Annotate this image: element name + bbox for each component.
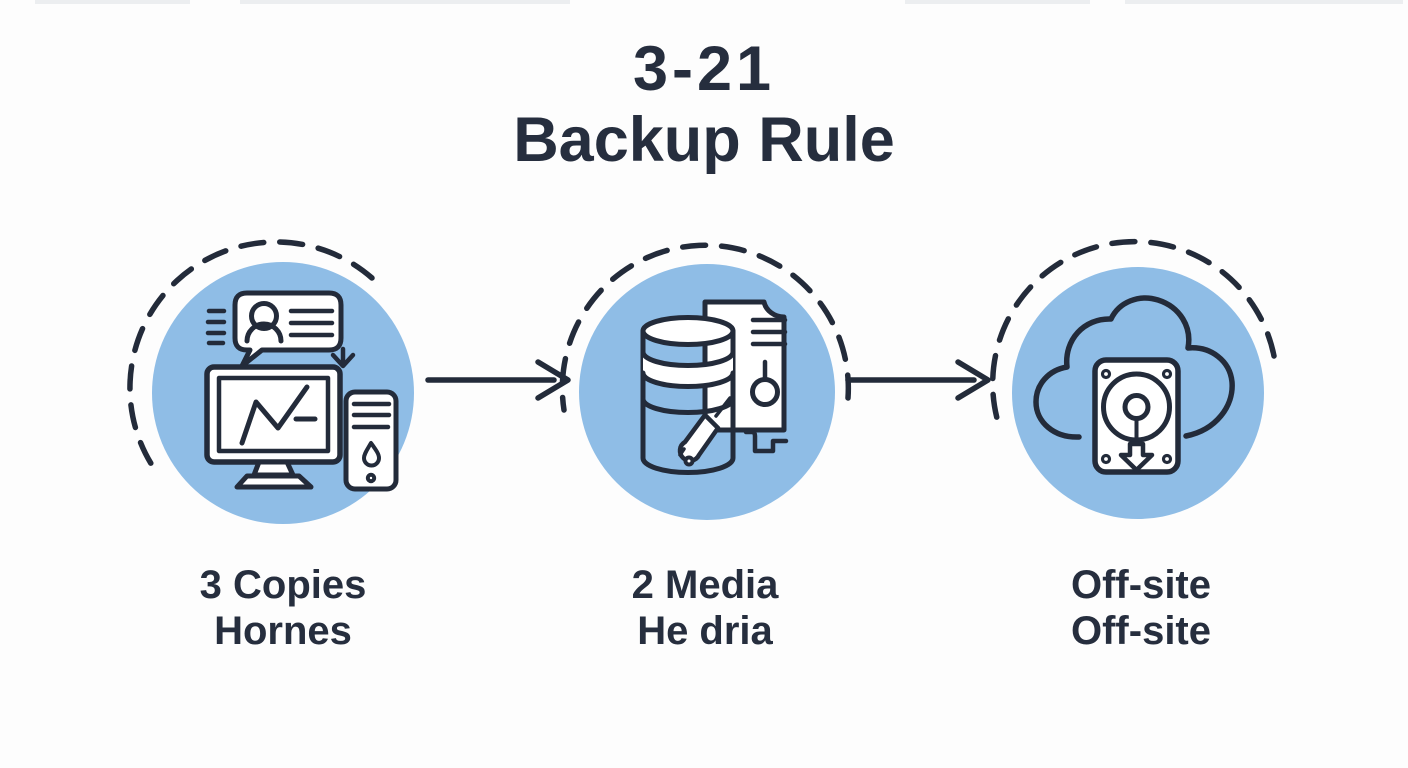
dashed-circle-3 (989, 238, 1277, 425)
step-label-2-line-2: He dria (637, 609, 773, 653)
database-documents-icon (640, 299, 789, 475)
step-label-2-line-1: 2 Media (631, 563, 779, 607)
flow-arrow-2 (845, 359, 991, 401)
down-arrow-icon (330, 346, 356, 369)
top-bar-fragment (35, 0, 190, 4)
cloud-icon (1033, 295, 1235, 440)
arrow-head-icon (535, 359, 571, 401)
droplet-icon (362, 441, 381, 468)
title-line-1: 3-21 (632, 34, 776, 104)
step-label-2: 2 Media He dria (555, 562, 855, 654)
download-arrow-icon (1118, 441, 1155, 473)
page-title: 3-21 Backup Rule (0, 34, 1408, 176)
cloud-harddrive-icon (1033, 295, 1235, 475)
chart-line-icon (239, 384, 310, 446)
top-bar-fragment (1125, 0, 1403, 4)
title-line-2: Backup Rule (513, 105, 895, 175)
step-label-3-line-2: Off-site (1071, 609, 1211, 653)
plug-icon (677, 412, 721, 463)
workstation-monitor-icon (204, 290, 399, 492)
step-label-1-line-2: Hornes (214, 609, 352, 653)
person-icon (249, 301, 279, 331)
flow-arrow-1 (425, 359, 571, 401)
dashed-circle-2 (559, 242, 852, 413)
top-bar-fragment (905, 0, 1090, 4)
step-label-3: Off-site Off-site (991, 562, 1291, 654)
pin-circle-icon (750, 377, 780, 407)
database-cylinder-icon (640, 328, 736, 475)
step-label-1-line-1: 3 Copies (199, 563, 367, 607)
arrow-head-icon (955, 359, 991, 401)
step-label-3-line-1: Off-site (1071, 563, 1211, 607)
step-label-1: 3 Copies Hornes (133, 562, 433, 654)
top-bar-fragment (240, 0, 570, 4)
dashed-circle-1 (127, 239, 375, 477)
